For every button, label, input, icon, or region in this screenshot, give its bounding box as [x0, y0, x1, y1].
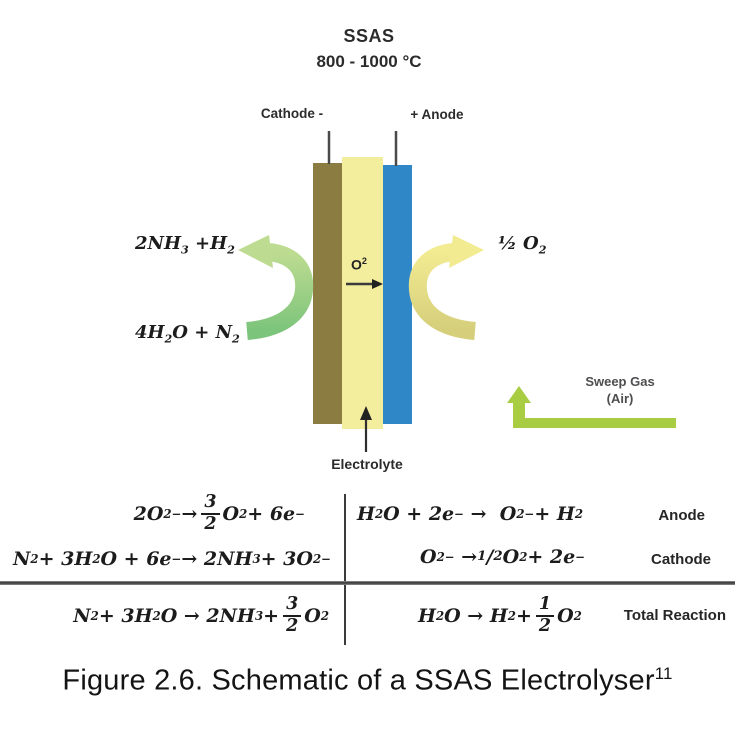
table-column-divider	[344, 494, 346, 645]
cathode-row-label: Cathode	[651, 551, 711, 568]
figure-caption-reference: 11	[654, 664, 673, 683]
figure-caption: Figure 2.6. Schematic of a SSAS Electrol…	[0, 664, 735, 698]
cathode-terminal-label: Cathode -	[260, 106, 324, 121]
figure-caption-text: Figure 2.6. Schematic of a SSAS Electrol…	[62, 664, 655, 697]
anode-electrode-bar	[383, 165, 412, 424]
cathode-electrode-bar	[313, 163, 342, 424]
anode-row-label: Anode	[658, 507, 705, 524]
anode-product-label: ½ O2	[498, 233, 547, 257]
sweep-gas-air-label: (Air)	[606, 391, 634, 406]
anode-terminal-label: + Anode	[410, 107, 464, 122]
table-total-divider	[0, 581, 735, 585]
cathode-product-label: 2NH3 +H2	[135, 233, 235, 257]
oxygen-ion-label: O2	[351, 256, 367, 273]
cathode-feed-label: 4H2O + N2	[135, 322, 240, 346]
electrolyte-label: Electrolyte	[331, 456, 403, 472]
cathode-flow-arrow	[245, 243, 314, 340]
temperature-range: 800 - 1000 °C	[316, 52, 422, 71]
total-reaction-row-label: Total Reaction	[623, 607, 726, 624]
cathode-flow-arrowhead	[238, 235, 273, 268]
anode-flow-arrow	[408, 243, 477, 340]
anode-flow-arrowhead	[449, 235, 484, 268]
sweep-gas-label: Sweep Gas	[585, 374, 655, 389]
diagram-title: SSAS	[343, 26, 395, 46]
electrolyte-bar	[342, 157, 383, 429]
diagram-header: SSAS 800 - 1000 °C	[269, 26, 469, 72]
